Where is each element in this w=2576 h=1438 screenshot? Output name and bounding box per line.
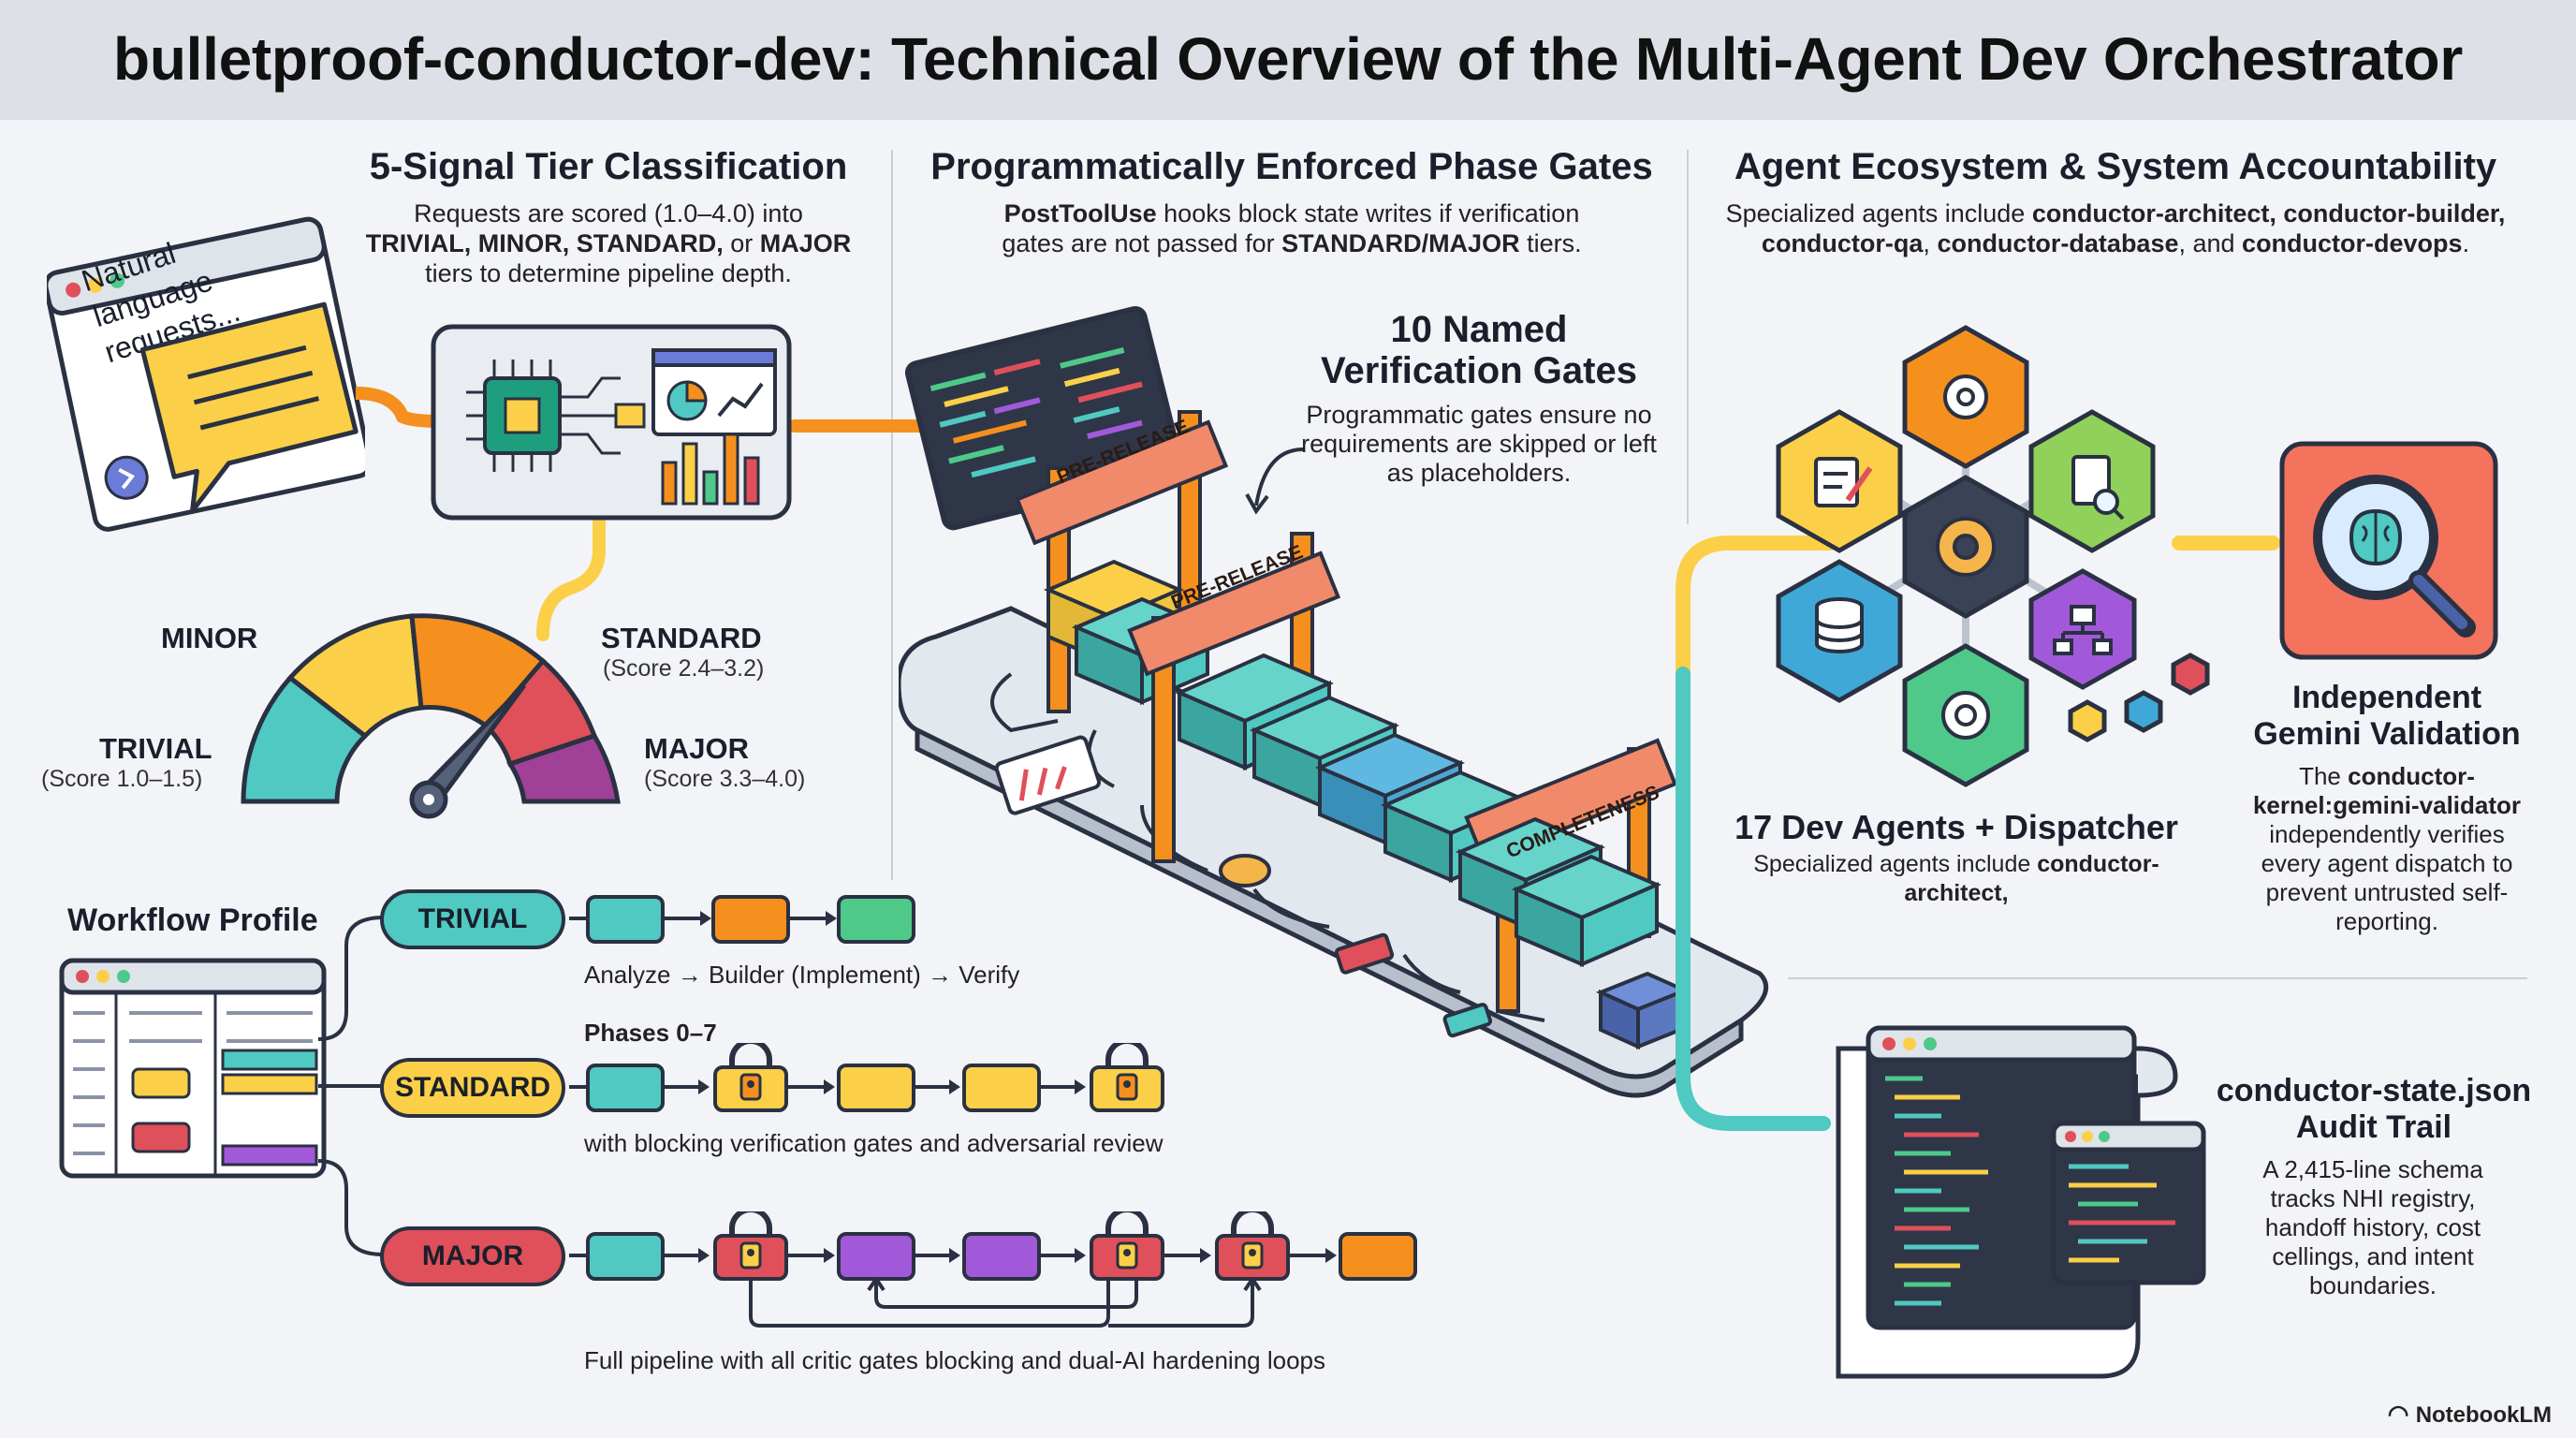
workflow-trivial-pill: TRIVIAL: [380, 889, 565, 949]
connector-chat-to-cpu: [356, 365, 440, 440]
phase-gates-desc-tiers: STANDARD/MAJOR: [1281, 229, 1520, 257]
agent-qa: conductor-qa: [1761, 229, 1924, 257]
connector-cpu-to-gauge: [524, 513, 618, 644]
gauge-label-trivial: TRIVIAL: [99, 732, 212, 765]
agent-ecosystem-desc-1: Specialized agents include: [1725, 199, 2032, 227]
tier-desc-tiers: TRIVIAL, MINOR, STANDARD,: [365, 229, 724, 257]
gauge-label-standard: STANDARD: [601, 622, 762, 654]
phase-gates-heading: Programmatically Enforced Phase Gates: [930, 146, 1653, 187]
verification-gates-heading: 10 Named Verification Gates: [1301, 309, 1657, 391]
gemini-validator-icon: [2278, 440, 2499, 661]
curved-arrow-icon: [1237, 440, 1312, 524]
tier-classification-description: Requests are scored (1.0–4.0) into TRIVI…: [337, 198, 880, 288]
workflow-standard-description: with blocking verification gates and adv…: [584, 1129, 1164, 1157]
divider-right: [1687, 150, 1689, 524]
phase-gates-desc-line-1: PostToolUse hooks block state writes if …: [908, 198, 1676, 228]
gauge-label-major: MAJOR: [644, 732, 749, 765]
audit-log-scroll-illustration: [1820, 1020, 2213, 1386]
gauge-label-minor: MINOR: [161, 622, 258, 654]
agent-ecosystem-description: Specialized agents include conductor-arc…: [1704, 198, 2527, 258]
phase-gates-description: PostToolUse hooks block state writes if …: [908, 198, 1676, 258]
phase-gates-desc-rest: hooks block state writes if verification: [1156, 199, 1580, 227]
notebooklm-label: NotebookLM: [2415, 1402, 2552, 1428]
agent-ecosystem-desc-1-agents: conductor-architect, conductor-builder,: [2031, 199, 2506, 227]
dev-agents-desc-1: Specialized agents include: [1753, 851, 2038, 877]
tier-desc-or: or: [723, 229, 760, 257]
notebooklm-icon: ◠: [2387, 1400, 2416, 1428]
agent-ecosystem-desc-sep: ,: [1923, 229, 1938, 257]
tier-classification-heading: 5-Signal Tier Classification: [369, 146, 848, 187]
dev-agents-desc-architect: conductor-architect,: [1904, 851, 2159, 906]
verification-gates-description: Programmatic gates ensure no requirement…: [1301, 401, 1657, 487]
gemini-validator-name: conductor-kernel:gemini-validator: [2252, 762, 2522, 819]
phase-gates-desc-2: gates are not passed for: [1002, 229, 1282, 257]
gemini-desc-2: independently verifies every agent dispa…: [2261, 820, 2513, 935]
dev-agents-description: Specialized agents include conductor-arc…: [1713, 850, 2200, 908]
tier-desc-major: MAJOR: [759, 229, 852, 257]
gemini-validation-description: The conductor-kernel:gemini-validator in…: [2237, 762, 2537, 936]
agent-hexagon-cluster: [1750, 309, 2237, 814]
connector-agents-to-gemini: [2172, 536, 2280, 550]
audit-trail-heading: conductor-state.json Audit Trail: [2216, 1073, 2532, 1145]
agent-ecosystem-desc-line-1: Specialized agents include conductor-arc…: [1704, 198, 2527, 228]
pipeline-platform-illustration: [899, 281, 1778, 1105]
workflow-trivial-steps: [565, 888, 921, 953]
divider-left: [891, 150, 893, 880]
phase-gates-hook: PostToolUse: [1003, 199, 1157, 227]
phase-gates-desc-line-2: gates are not passed for STANDARD/MAJOR …: [908, 228, 1676, 258]
workflow-major-steps: [565, 1211, 1436, 1343]
gauge-score-major: (Score 3.3–4.0): [644, 766, 806, 792]
page-title: bulletproof-conductor-dev: Technical Ove…: [113, 25, 2463, 93]
workflow-profile-heading: Workflow Profile: [67, 902, 318, 938]
workflow-major-description: Full pipeline with all critic gates bloc…: [584, 1346, 1326, 1374]
gemini-validation-heading: Independent Gemini Validation: [2253, 680, 2521, 752]
agent-ecosystem-desc-line-2: conductor-qa, conductor-database, and co…: [1704, 228, 2527, 258]
workflow-standard-steps: [565, 1043, 1183, 1122]
tier-desc-line-3: tiers to determine pipeline depth.: [425, 259, 792, 287]
dev-agents-heading: 17 Dev Agents + Dispatcher: [1734, 808, 2178, 846]
verification-gates-heading-line-2: Verification Gates: [1321, 350, 1637, 391]
workflow-phases-label: Phases 0–7: [584, 1019, 717, 1047]
phase-gates-desc-end: tiers.: [1519, 229, 1582, 257]
tier-desc-line-1: Requests are scored (1.0–4.0) into: [414, 199, 803, 227]
agent-ecosystem-heading: Agent Ecosystem & System Accountability: [1734, 146, 2497, 187]
title-bar: [0, 0, 2576, 120]
scoring-engine-panel: [429, 322, 794, 522]
gauge-score-trivial: (Score 1.0–1.5): [41, 766, 203, 792]
verification-gates-heading-line-1: 10 Named: [1390, 309, 1568, 350]
workflow-major-pill: MAJOR: [380, 1226, 565, 1286]
workflow-branch-connectors: [318, 889, 393, 1264]
workflow-standard-pill: STANDARD: [380, 1058, 565, 1118]
audit-trail-description: A 2,415-line schema tracks NHI registry,…: [2262, 1155, 2483, 1299]
agent-database: conductor-database: [1937, 229, 2179, 257]
gauge-score-standard: (Score 2.4–3.2): [603, 655, 765, 682]
tier-desc-line-2: TRIVIAL, MINOR, STANDARD, or MAJOR: [337, 228, 880, 258]
workflow-table-illustration: [58, 957, 329, 1181]
notebooklm-logo: ◠ NotebookLM: [2388, 1400, 2552, 1429]
divider-right-lower: [1788, 977, 2527, 979]
agent-ecosystem-desc-and: , and: [2178, 229, 2243, 257]
agent-ecosystem-desc-end: .: [2462, 229, 2470, 257]
workflow-trivial-description: Analyze → Builder (Implement) → Verify: [584, 961, 1020, 989]
speech-bubble-icon: [131, 298, 365, 513]
connector-cpu-to-gates: [788, 419, 929, 433]
gemini-desc-1: The: [2299, 762, 2349, 790]
tier-score-gauge: [225, 586, 637, 820]
agent-devops: conductor-devops: [2242, 229, 2463, 257]
connector-platform-to-agents: [1674, 534, 1833, 1189]
